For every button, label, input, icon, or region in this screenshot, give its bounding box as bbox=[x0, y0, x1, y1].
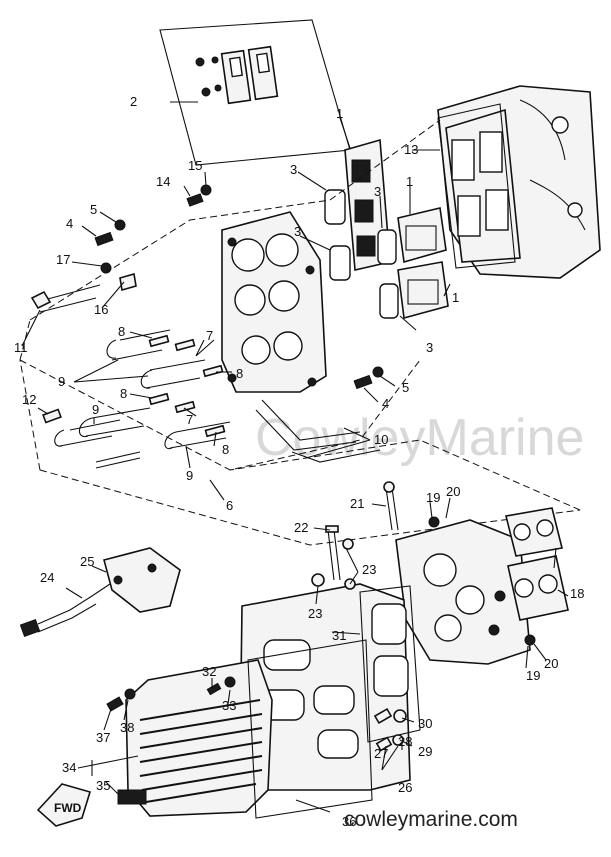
crankcase bbox=[437, 85, 601, 279]
callout-20a: 20 bbox=[446, 484, 460, 499]
callout-20b: 20 bbox=[544, 656, 558, 671]
callout-16: 16 bbox=[94, 302, 108, 317]
cooling-tubes bbox=[311, 481, 399, 590]
bolts-upper bbox=[94, 184, 384, 390]
callout-38: 38 bbox=[120, 720, 134, 735]
gaskets-18 bbox=[428, 507, 569, 646]
callout-4b: 4 bbox=[382, 396, 389, 411]
callout-3d: 3 bbox=[426, 340, 433, 355]
callout-35: 35 bbox=[96, 778, 110, 793]
callout-23a: 23 bbox=[362, 562, 376, 577]
callout-37: 37 bbox=[96, 730, 110, 745]
callout-13: 13 bbox=[404, 142, 418, 157]
callout-10: 10 bbox=[374, 432, 388, 447]
callout-6: 6 bbox=[226, 498, 233, 513]
callout-4a: 4 bbox=[66, 216, 73, 231]
exhaust-cover bbox=[125, 639, 373, 819]
exhaust-manifold bbox=[239, 583, 421, 791]
site-url: cowleymarine.com bbox=[344, 808, 518, 831]
callout-17: 17 bbox=[56, 252, 70, 267]
hoses bbox=[30, 284, 381, 469]
callout-11: 11 bbox=[14, 340, 28, 355]
callout-24: 24 bbox=[40, 570, 54, 585]
callout-36: 36 bbox=[342, 814, 356, 829]
callout-14: 14 bbox=[156, 174, 170, 189]
callout-1b: 1 bbox=[406, 174, 413, 189]
callout-8a: 8 bbox=[118, 324, 125, 339]
callout-5a: 5 bbox=[90, 202, 97, 217]
callout-3c: 3 bbox=[374, 184, 381, 199]
callout-1c: 1 bbox=[452, 290, 459, 305]
callout-18: 18 bbox=[570, 586, 584, 601]
fwd-arrow: FWD bbox=[36, 783, 147, 827]
callout-32: 32 bbox=[202, 664, 216, 679]
callout-22: 22 bbox=[294, 520, 308, 535]
callout-28: 28 bbox=[398, 734, 412, 749]
callout-12: 12 bbox=[22, 392, 36, 407]
cylinder-head-block bbox=[395, 519, 531, 665]
callout-7a: 7 bbox=[206, 328, 213, 343]
reed-valve-kit-inset bbox=[159, 19, 351, 166]
callout-2: 2 bbox=[130, 94, 137, 109]
callout-19a: 19 bbox=[426, 490, 440, 505]
callout-labels: 1 1 1 2 3 3 3 3 4 4 5 5 6 7 7 8 8 8 8 9 … bbox=[14, 94, 584, 829]
callout-23b: 23 bbox=[308, 606, 322, 621]
callout-19b: 19 bbox=[526, 668, 540, 683]
callout-3a: 3 bbox=[290, 162, 297, 177]
callout-8c: 8 bbox=[120, 386, 127, 401]
callout-9c: 9 bbox=[186, 468, 193, 483]
leader-lines bbox=[21, 117, 569, 813]
callout-21: 21 bbox=[350, 496, 364, 511]
callout-3b: 3 bbox=[294, 224, 301, 239]
callout-26: 26 bbox=[398, 780, 412, 795]
callout-5b: 5 bbox=[402, 380, 409, 395]
crankcase-gasket bbox=[412, 103, 516, 269]
callout-27: 27 bbox=[374, 746, 388, 761]
callout-31: 31 bbox=[332, 628, 346, 643]
callout-15: 15 bbox=[188, 158, 202, 173]
callout-29: 29 bbox=[418, 744, 432, 759]
callout-25: 25 bbox=[80, 554, 94, 569]
intake-manifold bbox=[221, 211, 327, 393]
fwd-label: FWD bbox=[54, 801, 82, 815]
callout-1a: 1 bbox=[336, 106, 343, 121]
reed-valve-assemblies bbox=[324, 138, 449, 320]
callout-8d: 8 bbox=[222, 442, 229, 457]
callout-30: 30 bbox=[418, 716, 432, 731]
callout-9a: 9 bbox=[58, 374, 65, 389]
sender-assembly bbox=[19, 547, 181, 638]
callout-33: 33 bbox=[222, 698, 236, 713]
callout-34: 34 bbox=[62, 760, 76, 775]
callout-8b: 8 bbox=[236, 366, 243, 381]
callout-7b: 7 bbox=[186, 412, 193, 427]
callout-9b: 9 bbox=[92, 402, 99, 417]
